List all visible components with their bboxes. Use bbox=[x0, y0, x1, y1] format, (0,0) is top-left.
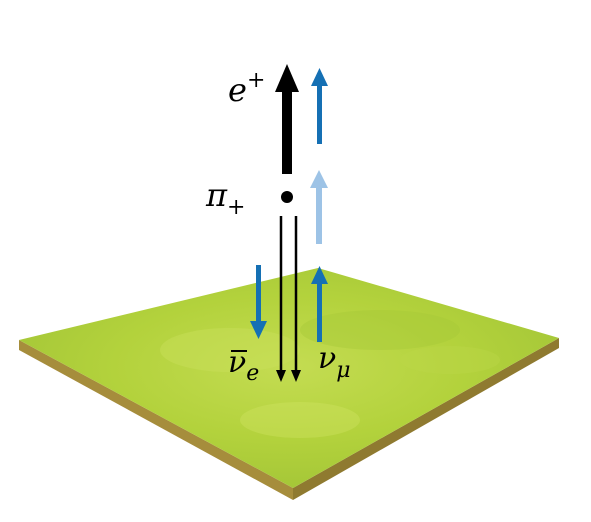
positron-arrow bbox=[275, 64, 299, 174]
muon-neutrino-spin-head bbox=[311, 266, 328, 284]
positron-label: e+ bbox=[228, 68, 265, 109]
grass-texture-patch bbox=[300, 310, 460, 350]
muon-spin-upper-head bbox=[311, 68, 328, 86]
downward-black-arrows bbox=[276, 216, 301, 382]
spin-arrows bbox=[250, 68, 328, 342]
grass-texture-patch bbox=[160, 328, 300, 372]
ground-side-right bbox=[293, 338, 559, 500]
pion-label: π+ bbox=[205, 176, 245, 220]
down-arrow-right-head bbox=[291, 370, 301, 382]
muon-neutrino-spin-shaft bbox=[317, 282, 322, 342]
positron-arrow-head bbox=[275, 64, 299, 92]
ground-side-left bbox=[19, 340, 293, 500]
particle-labels: e+ π+ νe νμ bbox=[205, 68, 351, 386]
ground-top bbox=[19, 268, 559, 488]
down-arrow-left-head bbox=[276, 370, 286, 382]
pion-spin-shaft bbox=[316, 186, 322, 244]
electron-antineutrino-spin-head bbox=[250, 321, 267, 339]
grass-texture-patch bbox=[400, 346, 500, 374]
ground-plane bbox=[19, 268, 559, 500]
electron-antineutrino-label: νe bbox=[228, 345, 259, 386]
pion-dot bbox=[281, 191, 293, 203]
positron-arrow-shaft bbox=[282, 90, 292, 174]
muon-neutrino-label: νμ bbox=[318, 341, 351, 383]
grass-texture-patch bbox=[240, 402, 360, 438]
muon-spin-upper-shaft bbox=[317, 84, 322, 144]
pion-spin-head bbox=[310, 170, 328, 188]
electron-antineutrino-spin-shaft bbox=[256, 265, 261, 323]
